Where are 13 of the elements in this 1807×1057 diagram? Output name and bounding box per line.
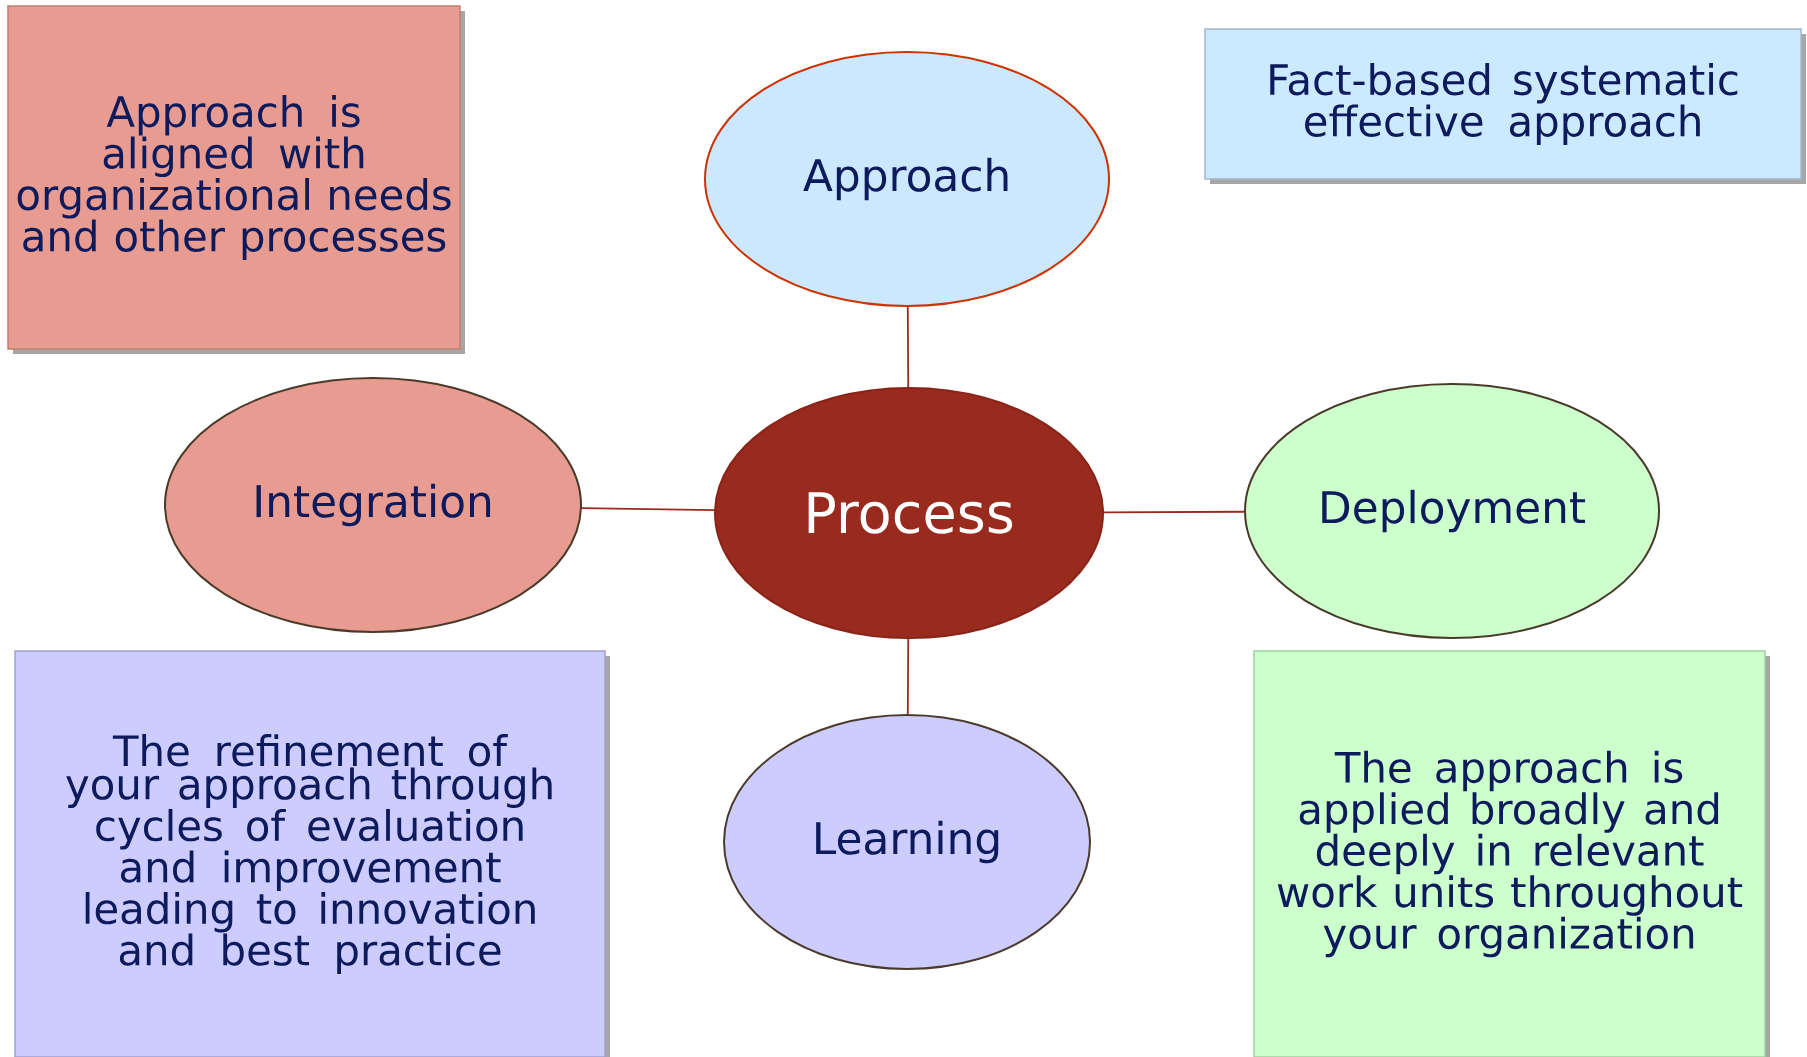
ellipse-node: Approach: [704, 51, 1110, 307]
ellipse-node: Deployment: [1244, 383, 1660, 639]
text-box: The refinement of your approach through cycles of evaluation and improvement leading to innovation and best practice: [14, 650, 610, 1057]
ellipse-node: Learning: [723, 714, 1091, 970]
connector-line: [1103, 510, 1245, 514]
text-box: Approach is aligned with organizational needs and other processes: [7, 5, 465, 354]
ellipse-node: Process: [714, 387, 1104, 639]
ellipse-node: Integration: [164, 377, 582, 633]
connector-line: [906, 638, 910, 715]
connector-line: [906, 306, 910, 388]
text-box: Fact-based systematic effective approach: [1204, 28, 1806, 184]
text-box: The approach is applied broadly and deeply in relevant work units throughout your organization: [1253, 650, 1770, 1057]
connector-line: [581, 507, 715, 511]
